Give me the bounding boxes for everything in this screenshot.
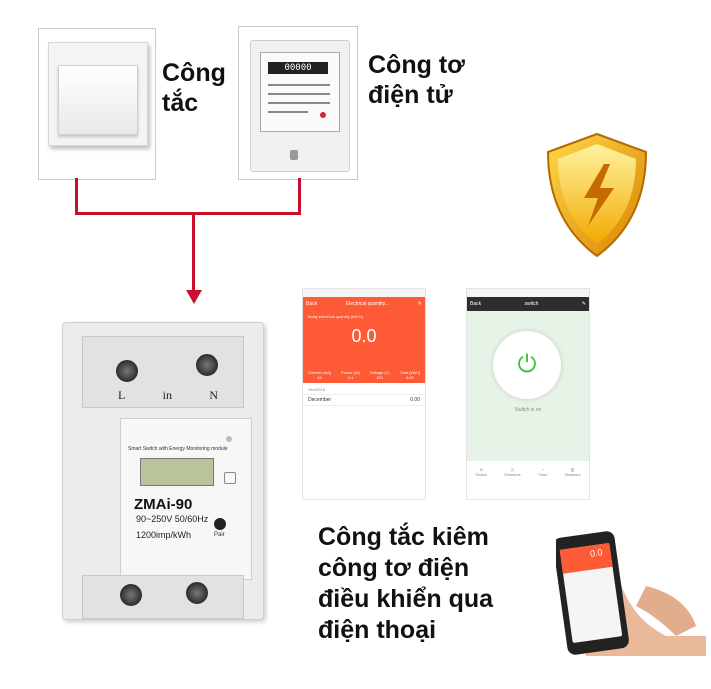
status-bar bbox=[303, 289, 425, 297]
device-header-text: Smart Switch with Energy Monitoring modu… bbox=[128, 446, 228, 452]
month-row[interactable]: December 0.00 bbox=[303, 394, 425, 406]
device-lcd bbox=[140, 458, 214, 486]
device-terminal-block-bottom bbox=[82, 575, 244, 619]
back-button[interactable]: Back bbox=[306, 301, 318, 307]
tab-schedule[interactable]: ◷Schedule bbox=[504, 467, 521, 477]
edit-icon[interactable]: ✎ bbox=[581, 301, 586, 307]
stat-power: Power (W)0.1 bbox=[341, 370, 360, 380]
terminal-label-n: N bbox=[209, 388, 218, 402]
arrow-down-icon bbox=[186, 290, 202, 304]
shield-lightning-icon bbox=[546, 132, 648, 258]
device-model: ZMAi-90 bbox=[134, 496, 193, 513]
back-button[interactable]: Back bbox=[470, 301, 482, 307]
screw-icon bbox=[186, 582, 208, 604]
stat-voltage: Voltage (V)221 bbox=[369, 370, 390, 380]
screw-icon bbox=[116, 360, 138, 382]
pair-label: Pair bbox=[214, 532, 225, 538]
screw-icon bbox=[120, 584, 142, 606]
month-value: 0.00 bbox=[410, 397, 420, 403]
energy-panel: Today electrical quantity (kW·h) 0.0 Cur… bbox=[303, 311, 425, 383]
app-title: switch bbox=[524, 301, 539, 307]
hand-holding-phone bbox=[556, 531, 706, 656]
wire-horizontal bbox=[75, 212, 301, 215]
device-impulse: 1200imp/kWh bbox=[136, 530, 192, 540]
tab-switch[interactable]: ◎Switch bbox=[475, 467, 488, 477]
terminal-label-in: in bbox=[162, 388, 172, 402]
app-screen-energy: Back Electrical quantity... ✎ Today elec… bbox=[302, 288, 426, 500]
app-screen-switch: Back switch ✎ ⏻ Switch is on ◎Switch ◷Sc… bbox=[466, 288, 590, 500]
wire-down bbox=[192, 212, 195, 292]
meter-indicator-icon bbox=[320, 112, 326, 118]
energy-subtitle: Today electrical quantity (kW·h) bbox=[307, 314, 363, 319]
wire-from-meter bbox=[298, 178, 301, 214]
light-switch-rocker bbox=[58, 65, 138, 135]
meter-screw-icon bbox=[290, 150, 298, 160]
wire-from-switch bbox=[75, 178, 78, 214]
main-caption: Công tắc kiêm công tơ điện điều khiển qu… bbox=[318, 523, 494, 644]
app-title: Electrical quantity... bbox=[345, 301, 389, 307]
power-button[interactable]: ⏻ bbox=[493, 331, 561, 399]
meter-label: Công tơ điện tử bbox=[368, 51, 465, 109]
switch-status: Switch is on bbox=[514, 407, 542, 413]
power-icon: ⏻ bbox=[517, 351, 537, 378]
device-front-panel bbox=[120, 418, 252, 580]
terminal-label-l: L bbox=[118, 388, 126, 402]
edit-icon[interactable]: ✎ bbox=[417, 301, 422, 307]
hand-phone-value: 0.0 bbox=[589, 547, 604, 559]
pair-button[interactable] bbox=[214, 518, 226, 530]
wifi-icon bbox=[224, 472, 236, 484]
screw-icon bbox=[196, 354, 218, 376]
month-label: December bbox=[308, 397, 332, 403]
stat-current: Current (mA)44 bbox=[307, 370, 332, 380]
device-terminal-block-top bbox=[82, 336, 244, 408]
tab-timer[interactable]: ◔Timer bbox=[537, 467, 548, 477]
meter-counter: 00000 bbox=[268, 62, 328, 74]
terminal-labels: L in N bbox=[118, 388, 218, 403]
meter-text-lines bbox=[268, 84, 330, 120]
app-navbar: Back switch ✎ bbox=[467, 297, 589, 311]
energy-stats: Current (mA)44 Power (W)0.1 Voltage (V)2… bbox=[303, 370, 425, 380]
tab-statistics[interactable]: ▥Statistics bbox=[564, 467, 581, 477]
switch-panel: ⏻ Switch is on bbox=[467, 311, 589, 461]
year-label: Year2018 bbox=[308, 387, 325, 392]
switch-label: Công tắc bbox=[162, 59, 226, 117]
tab-bar: ◎Switch ◷Schedule ◔Timer ▥Statistics bbox=[467, 461, 589, 477]
stat-total: Total (kWh)0.00 bbox=[399, 370, 420, 380]
device-voltage: 90~250V 50/60Hz bbox=[136, 514, 209, 524]
app-navbar: Back Electrical quantity... ✎ bbox=[303, 297, 425, 311]
device-led-icon bbox=[226, 436, 232, 442]
energy-value: 0.0 bbox=[351, 326, 377, 346]
status-bar bbox=[467, 289, 589, 297]
